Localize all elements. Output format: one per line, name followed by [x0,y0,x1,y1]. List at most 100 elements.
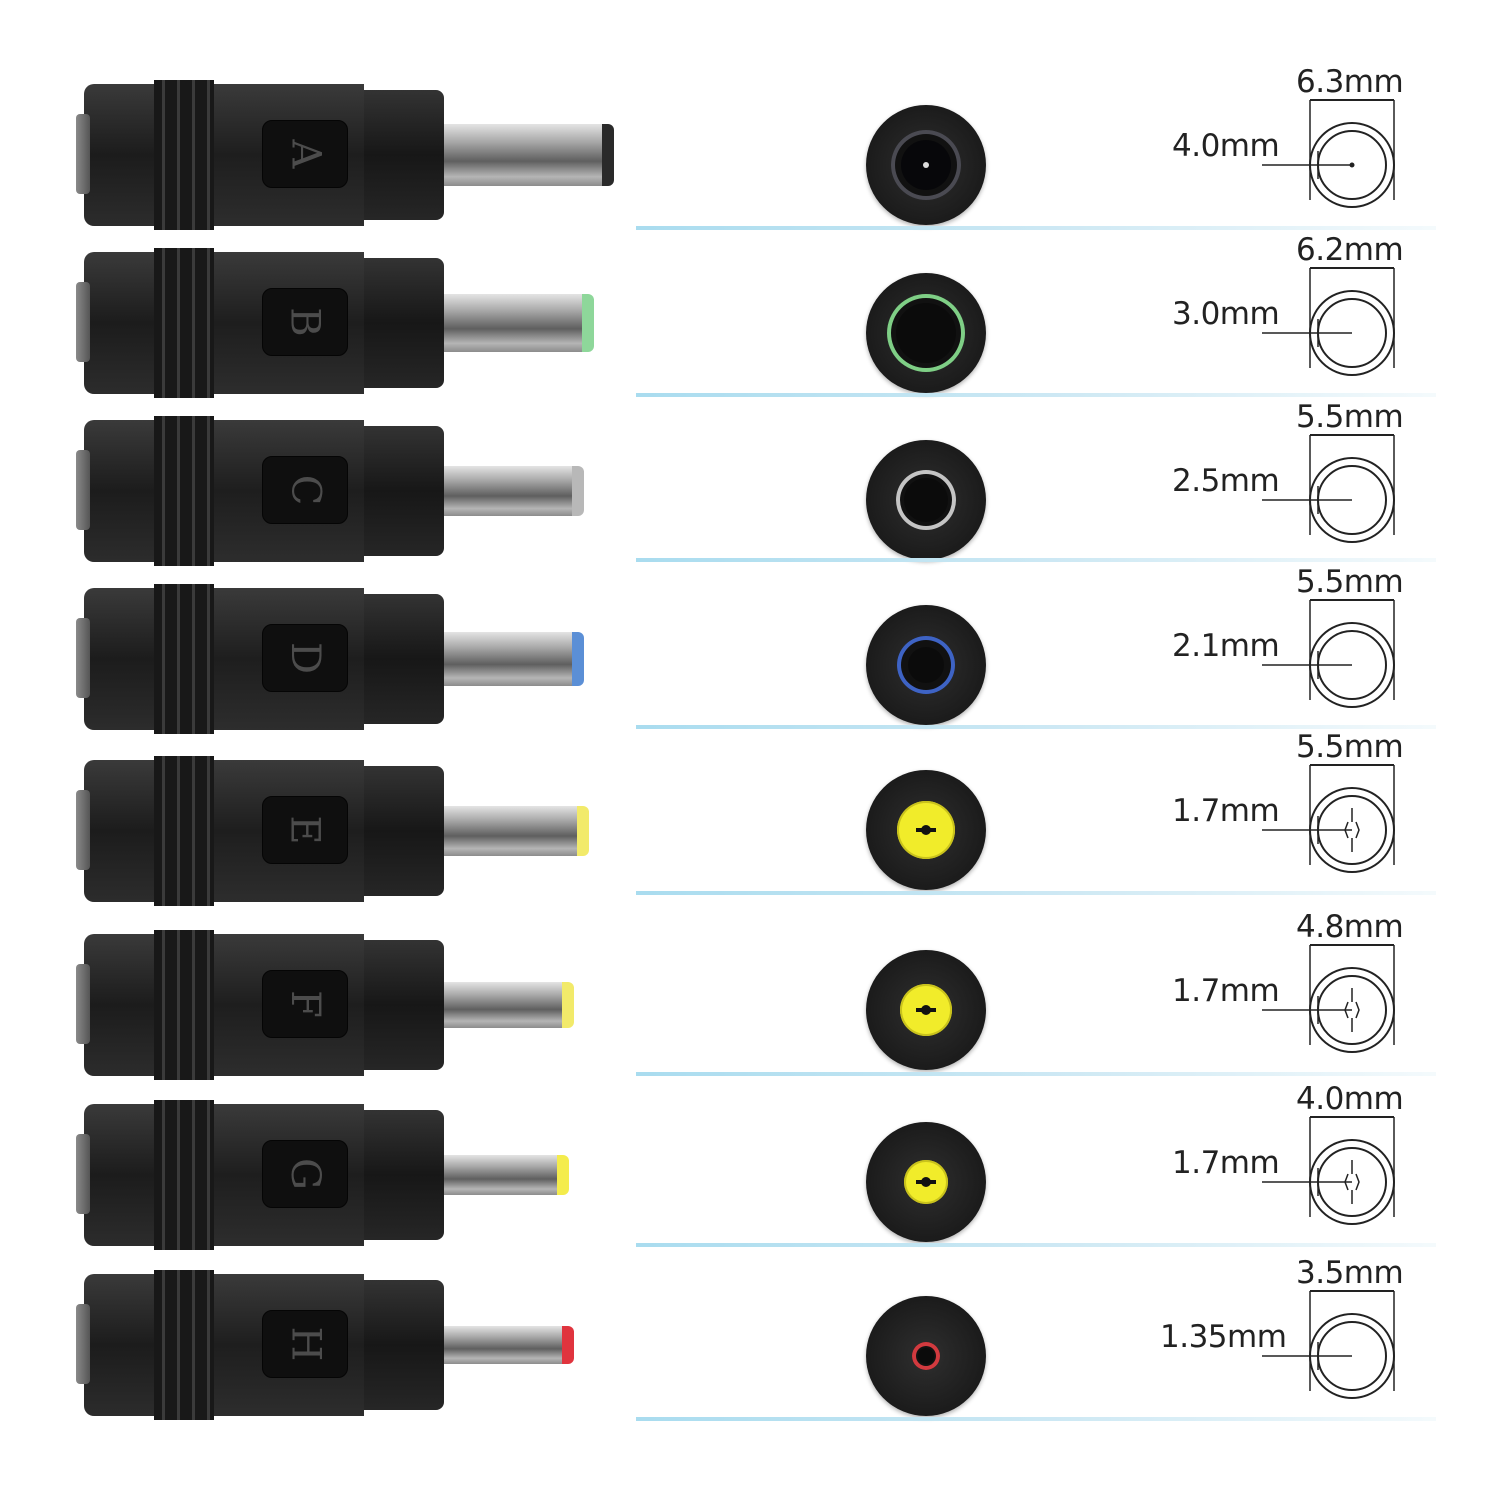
jack-face [866,770,986,890]
jack-hole [908,647,944,683]
plug-grip [154,1100,214,1250]
plug-letter: D [281,641,328,675]
plug-tip [562,982,574,1028]
plug-letter: E [281,815,328,845]
plug-tip [577,806,589,856]
slot-mark [1344,1173,1360,1191]
plug-pin [444,1155,569,1195]
outer-diameter-label: 4.8mm [1296,909,1404,945]
plug-collar [364,258,444,388]
slot-mark [1344,1001,1360,1019]
plug-tip [557,1155,569,1195]
jack-center-pin [921,1177,931,1187]
dimension-lines [1262,267,1395,376]
dimension-diagram: 4.0mm 1.7mm [1150,1077,1450,1237]
inner-diameter-label: 4.0mm [1172,128,1280,164]
row-divider [636,725,1436,729]
plug-collar [364,1110,444,1240]
outer-diameter-label: 4.0mm [1296,1081,1404,1117]
connector-plug: F [76,930,644,1080]
plug-letter-badge: G [262,1140,348,1208]
dimension-diagram: 4.8mm 1.7mm [1150,905,1450,1065]
plug-pin [444,806,589,856]
dimension-lines [1262,764,1395,873]
row-divider [636,393,1436,397]
plug-grip [154,416,214,566]
plug-grip [154,584,214,734]
plug-grip [154,756,214,906]
inner-diameter-label: 1.35mm [1160,1319,1287,1355]
inner-diameter-label: 1.7mm [1172,973,1280,1009]
plug-tip [572,466,584,516]
plug-letter: F [281,990,328,1018]
row-divider [636,1417,1436,1421]
jack-center-pin [921,825,931,835]
plug-pin [444,124,614,186]
connector-plug: B [76,248,644,398]
jack-face [866,950,986,1070]
jack-face [866,605,986,725]
plug-letter-badge: E [262,796,348,864]
jack-face [866,273,986,393]
plug-letter: A [281,139,328,169]
plug-letter-badge: A [262,120,348,188]
plug-collar [364,426,444,556]
jack-center-pin [923,162,929,168]
plug-pin [444,982,574,1028]
plug-pin [444,1326,574,1364]
jack-face [866,105,986,225]
connector-plug: H [76,1270,644,1420]
plug-pin [444,632,584,686]
plug-collar [364,766,444,896]
dimension-lines [1262,434,1395,543]
plug-letter: H [281,1326,328,1362]
row-divider [636,891,1436,895]
plug-grip [154,1270,214,1420]
outer-diameter-label: 6.2mm [1296,232,1404,268]
plug-tip [582,294,594,352]
inner-diameter-label: 1.7mm [1172,1145,1280,1181]
inner-diameter-label: 2.5mm [1172,463,1280,499]
plug-tip [602,124,614,186]
dimension-lines [1262,944,1395,1053]
connector-plug: G [76,1100,644,1250]
outer-diameter-label: 5.5mm [1296,399,1404,435]
inner-diameter-label: 3.0mm [1172,296,1280,332]
plug-grip [154,248,214,398]
connector-plug: A [76,80,644,230]
dimension-diagram: 5.5mm 2.5mm [1150,395,1450,555]
plug-pin [444,294,594,352]
plug-tip [572,632,584,686]
connector-plug: C [76,416,644,566]
center-pin-mark [1349,162,1355,168]
dimension-lines [1262,1290,1395,1399]
connector-plug: E [76,756,644,906]
plug-grip [154,80,214,230]
plug-collar [364,940,444,1070]
outer-diameter-label: 3.5mm [1296,1255,1404,1291]
jack-hole [918,1348,934,1364]
row-divider [636,558,1436,562]
jack-face [866,1122,986,1242]
plug-tip [562,1326,574,1364]
plug-letter-badge: D [262,624,348,692]
connector-plug: D [76,584,644,734]
dimension-lines [1262,1116,1395,1225]
dimension-diagram: 6.2mm 3.0mm [1150,228,1450,388]
dimension-lines [1262,599,1395,708]
outer-diameter-label: 5.5mm [1296,729,1404,765]
row-divider [636,1243,1436,1247]
inner-diameter-label: 2.1mm [1172,628,1280,664]
jack-hole [896,303,956,363]
plug-letter: G [281,1158,328,1190]
plug-collar [364,90,444,220]
plug-letter-badge: F [262,970,348,1038]
row-divider [636,1072,1436,1076]
plug-collar [364,1280,444,1410]
plug-letter-badge: B [262,288,348,356]
plug-letter: B [282,307,328,337]
